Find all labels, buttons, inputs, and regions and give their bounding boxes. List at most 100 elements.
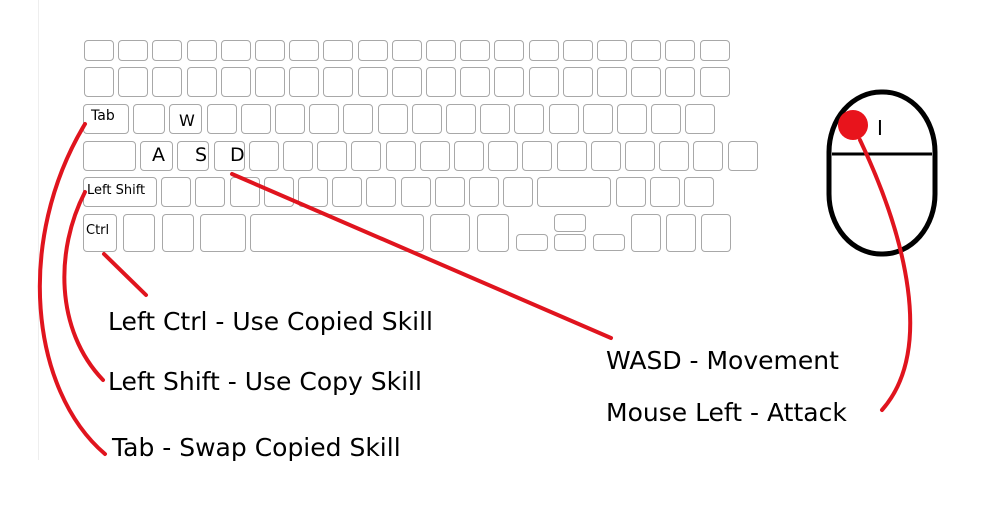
key (161, 177, 192, 207)
key (665, 40, 696, 61)
key-w (169, 104, 203, 134)
key-arrow (516, 234, 548, 251)
key-d (213, 141, 245, 171)
key (255, 67, 285, 97)
key (514, 104, 545, 134)
key (488, 141, 519, 171)
key (323, 67, 354, 97)
key (84, 67, 114, 97)
key (283, 141, 313, 171)
key (617, 104, 647, 134)
key (480, 104, 511, 134)
key (699, 40, 730, 61)
key (391, 67, 422, 97)
key (123, 214, 155, 252)
key (631, 40, 662, 61)
key (366, 177, 397, 207)
key (590, 141, 621, 171)
key (357, 67, 388, 97)
key (556, 141, 587, 171)
pointer-line-ctrl (102, 252, 148, 297)
key (289, 67, 320, 97)
key (248, 141, 279, 171)
key (186, 67, 217, 97)
key (434, 177, 465, 207)
key (195, 177, 226, 207)
key (659, 141, 690, 171)
key (684, 177, 714, 207)
key (118, 40, 149, 61)
pointer-lines (37, 122, 913, 456)
key (477, 214, 509, 252)
pointer-line-tab (37, 122, 107, 456)
key (426, 67, 456, 97)
key (494, 67, 525, 97)
key-label-ctrl: Ctrl (86, 223, 110, 238)
key (625, 141, 655, 171)
key (503, 177, 534, 207)
mouse-button-mark: I (877, 116, 883, 140)
key (528, 40, 559, 61)
key (528, 67, 559, 97)
key (83, 141, 136, 171)
key (537, 177, 612, 207)
key (631, 214, 661, 252)
key (548, 104, 579, 134)
key (298, 177, 328, 207)
key (649, 177, 680, 207)
key-arrow (554, 234, 586, 251)
key (289, 40, 320, 61)
key (152, 40, 183, 61)
key (317, 141, 348, 171)
key (84, 40, 114, 61)
key-label-s: S (195, 144, 208, 166)
key (460, 67, 491, 97)
pointer-line-mouse (858, 138, 913, 412)
caption-mouse-left: Mouse Left - Attack (606, 398, 847, 427)
key-label-tab: Tab (91, 108, 115, 124)
key (693, 141, 724, 171)
key (469, 177, 499, 207)
caption-left-shift: Left Shift - Use Copy Skill (108, 367, 422, 396)
key (323, 40, 354, 61)
key (400, 177, 431, 207)
key (351, 141, 382, 171)
key (631, 67, 662, 97)
key-ctrl (83, 214, 117, 252)
key (666, 214, 696, 252)
key (186, 40, 217, 61)
key-s (177, 141, 210, 171)
key (377, 104, 408, 134)
key (419, 141, 450, 171)
key (446, 104, 476, 134)
key (357, 40, 388, 61)
key (597, 67, 627, 97)
key (685, 104, 716, 134)
key-label-d: D (230, 144, 245, 166)
mouse-body (826, 89, 938, 257)
key-label-w: W (179, 111, 195, 130)
mouse: I (826, 89, 938, 257)
canvas-edge (38, 0, 39, 460)
left-button-dot (838, 110, 868, 140)
key (206, 104, 237, 134)
key (411, 104, 442, 134)
key (522, 141, 553, 171)
key (332, 177, 363, 207)
pointer-line-wasd (230, 172, 613, 340)
key (133, 104, 166, 134)
key (309, 104, 340, 134)
key (162, 214, 194, 252)
caption-wasd: WASD - Movement (606, 346, 839, 375)
key (200, 214, 246, 252)
key (385, 141, 416, 171)
pointer-line-left-shift (62, 190, 105, 382)
key-label-a: A (152, 144, 165, 166)
key (343, 104, 374, 134)
key (255, 40, 285, 61)
caption-tab: Tab - Swap Copied Skill (112, 433, 401, 462)
key (391, 40, 422, 61)
key (152, 67, 183, 97)
key-label-left-shift: Left Shift (87, 183, 146, 198)
